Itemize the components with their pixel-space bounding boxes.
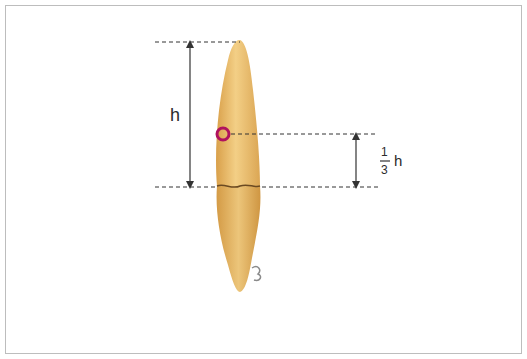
dimension-arrow (355, 136, 356, 185)
contact-point (217, 128, 229, 140)
fraction-bar (380, 160, 390, 161)
fraction-denominator: 3 (381, 164, 388, 176)
dimension-label: h (394, 153, 402, 168)
cej-line (217, 185, 260, 187)
tooth-crown (216, 40, 260, 186)
tooth-root (217, 186, 261, 292)
dimension-arrow (189, 44, 190, 185)
fraction-numerator: 1 (381, 146, 388, 158)
dimension-lines (155, 42, 378, 187)
frame (6, 6, 522, 354)
tooth-mark (252, 267, 261, 281)
dimension-label: h (170, 106, 180, 124)
